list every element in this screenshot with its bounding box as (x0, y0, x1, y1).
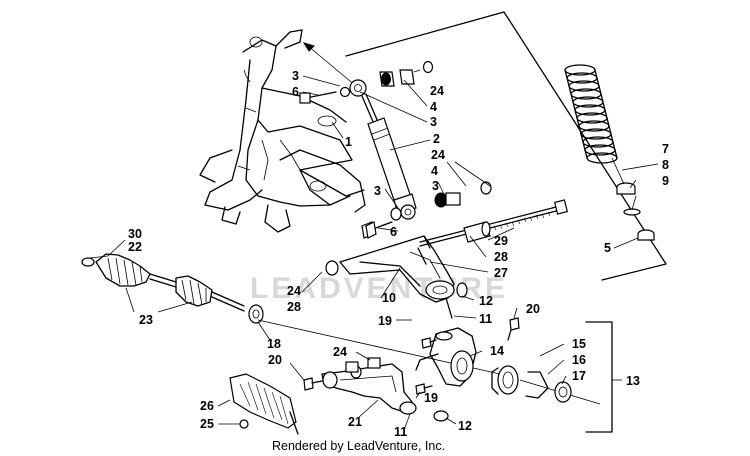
callout-3-upper-right: 3 (430, 115, 437, 129)
footer-credit: Rendered by LeadVenture, Inc. (272, 439, 445, 453)
callout-1: 1 (345, 135, 352, 149)
callout-4-mid: 4 (431, 164, 438, 178)
callout-30: 30 (128, 227, 142, 241)
coil-spring (564, 64, 618, 164)
hub-bearing (491, 365, 572, 403)
callout-24-upper: 24 (430, 84, 444, 98)
callout-26: 26 (200, 399, 214, 413)
callout-28-right: 28 (494, 250, 508, 264)
callout-24-mid: 24 (431, 148, 445, 162)
callout-6-mid: 6 (390, 225, 397, 239)
callout-9: 9 (662, 174, 669, 188)
upper-a-arm (325, 235, 455, 303)
callout-15: 15 (572, 337, 586, 351)
upper-bushings (299, 60, 434, 104)
mount-arrow (302, 42, 357, 87)
skid-plate (229, 373, 299, 435)
callout-11-lower: 11 (394, 425, 407, 439)
callout-4-upper: 4 (430, 100, 437, 114)
callout-19-lower: 19 (424, 391, 438, 405)
callout-12-lower: 12 (458, 419, 472, 433)
callout-12-upper: 12 (479, 294, 493, 308)
upper-ball-joint (445, 282, 468, 319)
callout-29: 29 (494, 234, 508, 248)
callout-18: 18 (267, 337, 281, 351)
frame-chassis (199, 29, 366, 233)
lower-a-arm (321, 357, 417, 415)
callout-24-left: 24 (287, 284, 301, 298)
callout-16: 16 (572, 353, 586, 367)
callout-10: 10 (382, 291, 396, 305)
callout-3-upper: 3 (292, 69, 299, 83)
callout-3-mid-right: 3 (432, 179, 439, 193)
callout-13: 13 (626, 374, 640, 388)
drive-axle (81, 253, 264, 324)
callout-7: 7 (662, 142, 669, 156)
callout-25: 25 (200, 417, 214, 431)
bolts (303, 221, 520, 395)
callout-22: 22 (128, 240, 142, 254)
callout-28-left: 28 (287, 300, 301, 314)
shock-absorber (349, 79, 417, 220)
pivot-bolt (419, 199, 569, 247)
callout-20-right: 20 (526, 302, 540, 316)
callout-3-mid: 3 (374, 184, 381, 198)
callout-11-upper: 11 (479, 312, 492, 326)
callout-19-upper: 19 (378, 314, 392, 328)
cotter-ring-lower (433, 410, 449, 422)
callout-24-lower: 24 (333, 345, 347, 359)
callout-20-left: 20 (268, 353, 282, 367)
callout-14: 14 (490, 344, 504, 358)
callout-27: 27 (494, 266, 508, 280)
callout-23: 23 (139, 313, 153, 327)
callout-labels: 3 6 1 24 4 3 2 24 4 3 3 6 29 28 27 24 28… (128, 69, 669, 439)
steering-knuckle (415, 327, 477, 387)
callout-8: 8 (662, 158, 669, 172)
callout-21: 21 (348, 415, 362, 429)
spring-seat-parts (616, 182, 655, 241)
hub-detail-bracket (585, 321, 613, 433)
leader-lines (89, 69, 659, 431)
callout-6-upper: 6 (292, 85, 299, 99)
callout-2: 2 (433, 132, 440, 146)
callout-5: 5 (604, 241, 611, 255)
callout-17: 17 (572, 369, 586, 383)
